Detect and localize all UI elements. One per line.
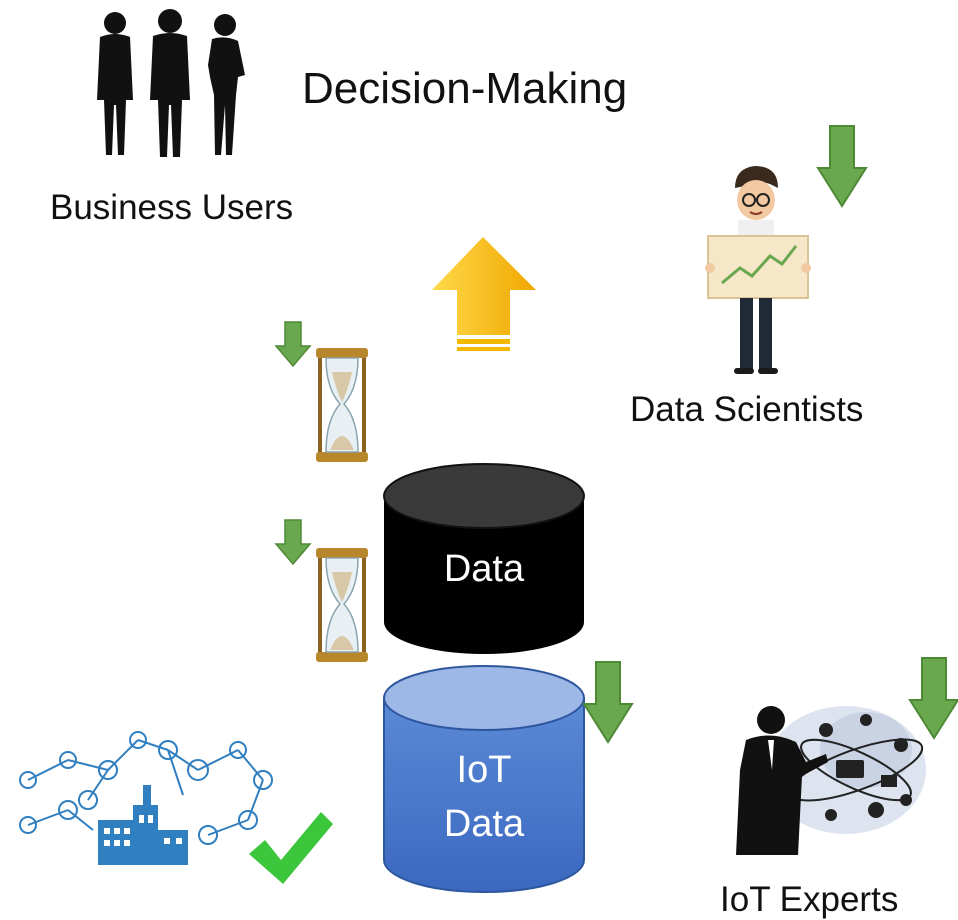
iot-expert-icon (736, 706, 926, 855)
data-scientist-icon (705, 166, 811, 374)
iot-data-cylinder (383, 665, 585, 893)
data-store-label: Data (443, 548, 525, 590)
green-down-arrow-icon (274, 519, 312, 566)
data-cylinder (383, 463, 585, 654)
green-down-arrow-icon (274, 321, 312, 368)
iot-data-store-label-line1: IoT (456, 749, 512, 791)
green-down-arrow-icon (816, 125, 868, 208)
green-down-arrow-icon (582, 661, 634, 744)
checkmark-icon (249, 812, 333, 884)
data-scientists-label: Data Scientists (630, 390, 864, 429)
business-users-icon (97, 9, 245, 157)
business-users-label: Business Users (50, 188, 294, 227)
hourglass-icon (316, 548, 368, 662)
up-arrow-icon (432, 237, 536, 351)
iot-data-store-label-line2: Data (443, 803, 525, 845)
hourglass-icon (316, 348, 368, 462)
green-down-arrow-icon (908, 657, 958, 740)
iot-experts-label: IoT Experts (720, 880, 899, 919)
iot-network-icon (19, 731, 273, 865)
diagram-title: Decision-Making (302, 64, 628, 113)
